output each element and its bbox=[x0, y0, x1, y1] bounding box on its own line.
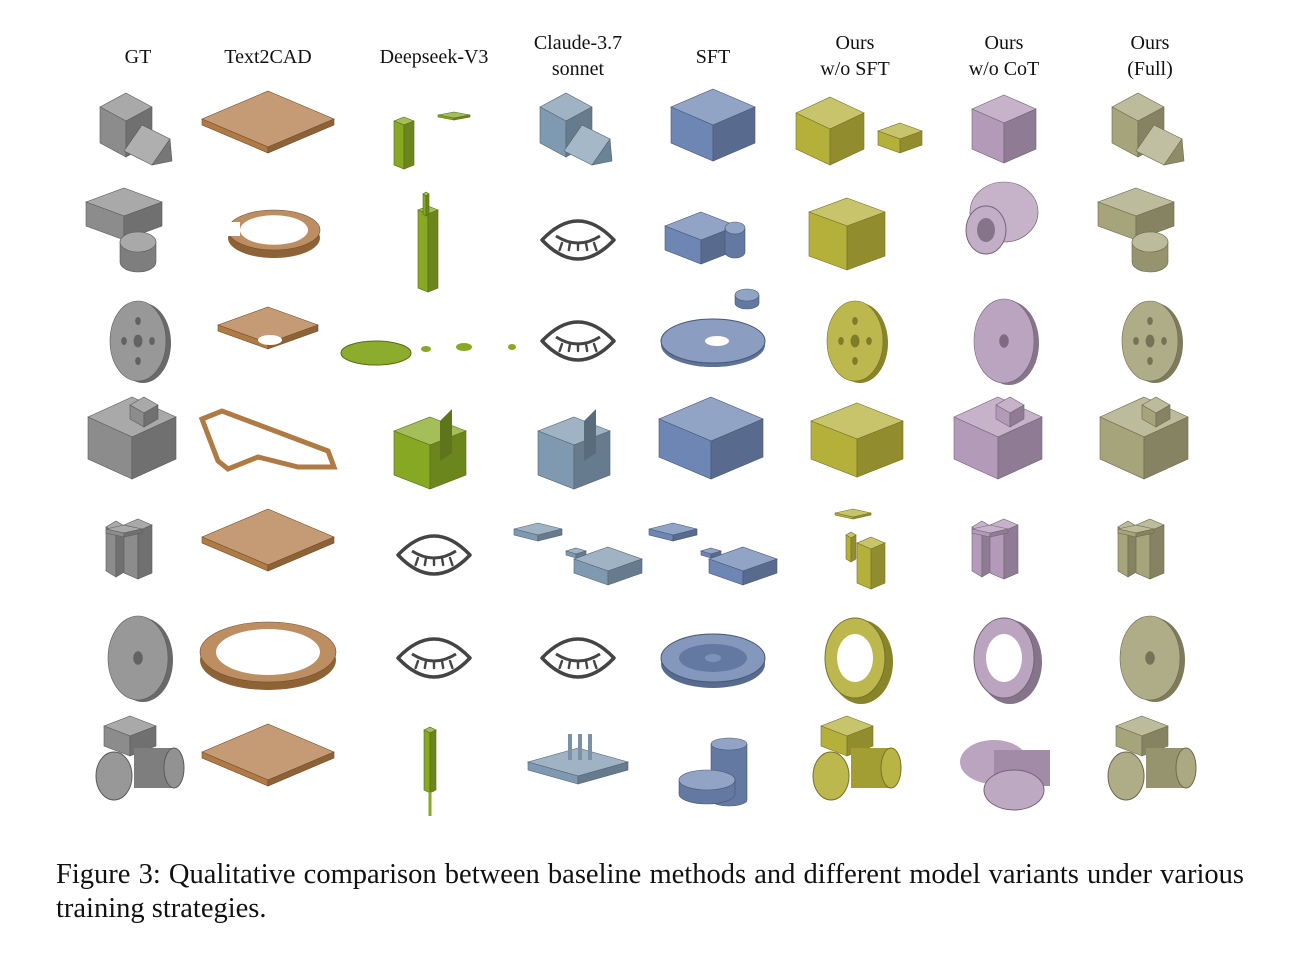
cad-model-render bbox=[417, 191, 439, 293]
column-header-line: w/o SFT bbox=[820, 58, 890, 80]
cad-model-render bbox=[393, 409, 467, 490]
cad-model-render bbox=[423, 726, 437, 816]
cad-model-render bbox=[971, 94, 1037, 164]
column-header: Ours (Full) bbox=[1127, 30, 1173, 82]
cad-model-render bbox=[109, 300, 171, 383]
cad-model-render bbox=[1107, 715, 1197, 801]
column-header-line: GT bbox=[124, 46, 152, 68]
cad-model-render bbox=[648, 522, 778, 586]
column-header: Ours w/o CoT bbox=[969, 30, 1040, 82]
cad-model-render bbox=[201, 90, 335, 154]
column-header-line: Text2CAD bbox=[224, 46, 312, 68]
cad-model-render bbox=[85, 187, 163, 273]
cad-model-render bbox=[87, 396, 177, 480]
cad-model-render bbox=[226, 209, 321, 258]
closed-eye-icon bbox=[540, 320, 616, 362]
cad-model-render bbox=[1097, 187, 1175, 273]
cad-model-render bbox=[201, 508, 335, 572]
cad-model-render bbox=[1117, 518, 1165, 580]
cad-model-render bbox=[198, 408, 338, 472]
model-grid bbox=[85, 88, 1197, 816]
closed-eye-icon bbox=[396, 534, 472, 576]
column-header-line: Claude-3.7 bbox=[533, 32, 623, 54]
closed-eye-icon bbox=[540, 219, 616, 261]
cad-model-render bbox=[1119, 615, 1185, 702]
column-header-line: Ours bbox=[984, 32, 1024, 54]
cad-model-render bbox=[107, 615, 173, 702]
column-header-line: (Full) bbox=[1127, 58, 1173, 80]
figure-caption: Figure 3: Qualitative comparison between… bbox=[56, 859, 1244, 924]
cad-model-render bbox=[99, 92, 173, 166]
cad-model-render bbox=[670, 88, 756, 162]
cad-model-render bbox=[965, 181, 1039, 255]
cad-model-render bbox=[340, 340, 516, 366]
cad-model-render bbox=[105, 518, 153, 580]
column-header: Ours w/o SFT bbox=[820, 30, 889, 82]
cad-model-render bbox=[953, 396, 1043, 480]
cad-model-render bbox=[95, 715, 185, 801]
closed-eye-icon bbox=[396, 637, 472, 679]
cad-model-render bbox=[658, 396, 764, 480]
cad-model-render bbox=[539, 92, 613, 166]
cad-model-render bbox=[1121, 300, 1183, 383]
comparison-figure: GT Text2CAD Deepseek-V3 Claude-3.7 sonnet SFT… bbox=[85, 30, 1197, 816]
cad-model-render bbox=[199, 621, 337, 690]
cad-model-render bbox=[201, 723, 335, 787]
column-header: Claude-3.7 sonnet bbox=[534, 30, 622, 82]
column-header: Text2CAD bbox=[224, 44, 311, 70]
column-header-line: Deepseek-V3 bbox=[379, 46, 489, 68]
cad-model-render bbox=[971, 518, 1019, 580]
cad-model-render bbox=[810, 402, 904, 478]
column-header: SFT bbox=[696, 44, 730, 70]
cad-model-render bbox=[393, 111, 471, 170]
cad-model-render bbox=[834, 508, 886, 590]
cad-model-render bbox=[808, 197, 886, 271]
cad-model-render bbox=[1099, 396, 1189, 480]
column-header: GT bbox=[125, 44, 152, 70]
cad-model-render bbox=[824, 617, 893, 704]
column-header-line: sonnet bbox=[551, 58, 605, 80]
cad-model-render bbox=[526, 734, 630, 785]
closed-eye-icon bbox=[540, 637, 616, 679]
cad-model-render bbox=[973, 617, 1042, 704]
column-header-line: Ours bbox=[835, 32, 875, 54]
cad-model-render bbox=[537, 409, 611, 490]
column-header-line: w/o CoT bbox=[968, 58, 1040, 80]
cad-model-render bbox=[795, 96, 923, 166]
cad-model-render bbox=[826, 300, 888, 383]
column-header-line: Ours bbox=[1130, 32, 1170, 54]
cad-model-render bbox=[664, 211, 746, 265]
cad-model-render bbox=[513, 522, 643, 586]
column-header-line: SFT bbox=[695, 46, 731, 68]
cad-model-render bbox=[217, 306, 319, 350]
cad-model-render bbox=[812, 715, 902, 801]
cad-model-render bbox=[678, 737, 748, 807]
cad-model-render bbox=[960, 740, 1050, 811]
cad-model-render bbox=[660, 633, 766, 688]
column-header: Deepseek-V3 bbox=[380, 44, 489, 70]
cad-model-render bbox=[973, 298, 1039, 385]
cad-model-render bbox=[660, 288, 766, 367]
cad-model-render bbox=[1111, 92, 1185, 166]
